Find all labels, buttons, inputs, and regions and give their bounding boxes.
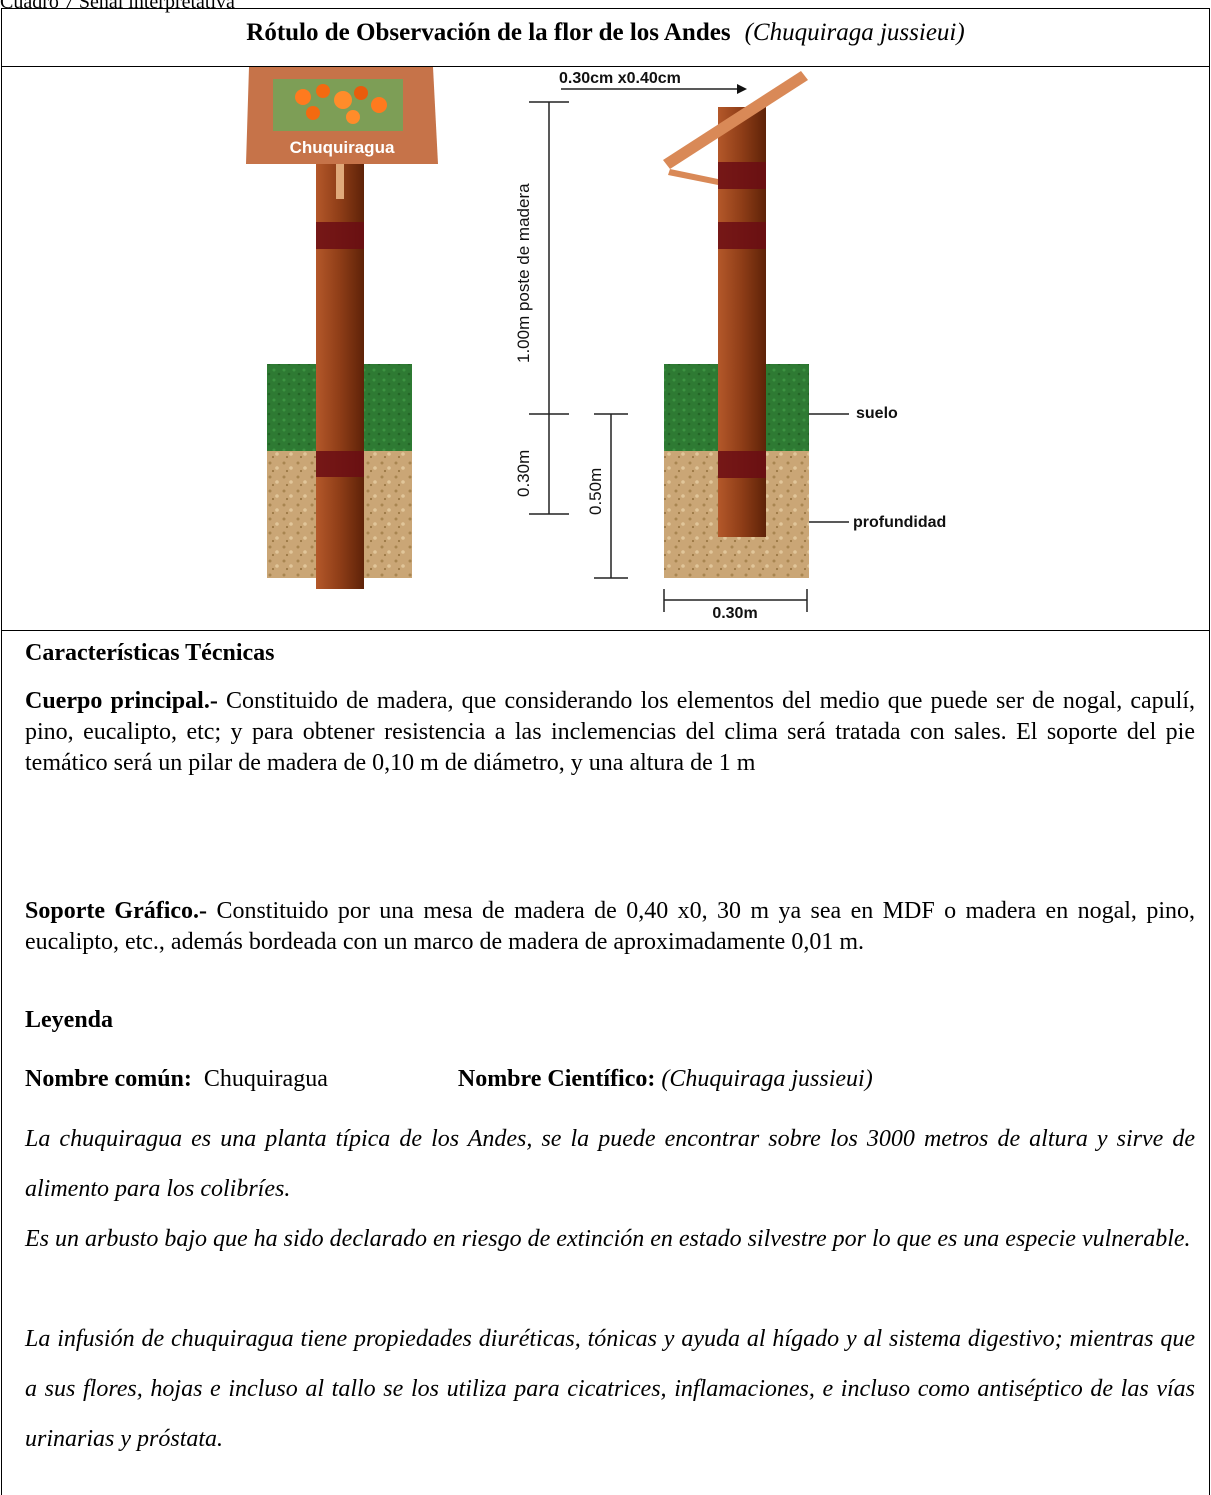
graphic-text: Constituido por una mesa de madera de 0,…	[25, 898, 1195, 955]
top-dimension-label: 0.30cm x0.40cm	[559, 70, 681, 87]
legend-paragraph-1: La chuquiragua es una planta típica de l…	[25, 1126, 1195, 1202]
tech-graphic-paragraph: Soporte Gráfico.- Constituido por una me…	[25, 896, 1195, 958]
front-view-sign: Chuquiragua	[246, 67, 438, 589]
tech-body-paragraph: Cuerpo principal.- Constituido de madera…	[25, 686, 1195, 779]
legend-paragraph-2: Es un arbusto bajo que ha sido declarado…	[25, 1226, 1191, 1252]
tech-heading: Características Técnicas	[25, 640, 275, 666]
sign-title: Rótulo de Observación de la flor de los …	[246, 19, 731, 46]
post-left	[316, 149, 364, 589]
table-caption: Cuadro 7 Señal interpretativa	[0, 0, 235, 13]
table-title-row: Rótulo de Observación de la flor de los …	[1, 8, 1210, 67]
sign-illustration: Chuquiragua 0.30cm x0.40cm 1.00m poste d…	[1, 67, 1210, 631]
table-frame	[1, 8, 1210, 1495]
ground-label: suelo	[856, 405, 898, 422]
legend-paragraph-3: La infusión de chuquiragua tiene propied…	[25, 1326, 1195, 1452]
depth-left-label: 0.30m	[514, 450, 533, 497]
width-bottom-label: 0.30m	[712, 605, 757, 622]
sign-diagram: Chuquiragua 0.30cm x0.40cm 1.00m poste d…	[246, 67, 946, 622]
scientific-name-label: Nombre Científico:	[457, 1066, 656, 1092]
post-height-label: 1.00m poste de madera	[514, 183, 533, 363]
body-label: Cuerpo principal.-	[25, 688, 218, 714]
scientific-name-value: (Chuquiraga jussieui)	[661, 1066, 873, 1092]
legend-heading: Leyenda	[25, 1007, 114, 1033]
legend-names: Nombre común: Chuquiragua Nombre Científ…	[25, 1066, 1195, 1093]
side-view-sign	[663, 71, 809, 578]
graphic-label: Soporte Gráfico.-	[25, 898, 208, 924]
depth-right-label: 0.50m	[586, 468, 605, 515]
sign-board-side	[663, 71, 808, 169]
sign-title-scientific: (Chuquiraga jussieui)	[744, 19, 965, 46]
common-name-label: Nombre común:	[25, 1066, 192, 1092]
depth-label: profundidad	[853, 514, 946, 531]
sign-board-label: Chuquiragua	[290, 138, 395, 157]
common-name-value: Chuquiragua	[203, 1066, 328, 1092]
body-text: Constituido de madera, que considerando …	[25, 688, 1195, 776]
